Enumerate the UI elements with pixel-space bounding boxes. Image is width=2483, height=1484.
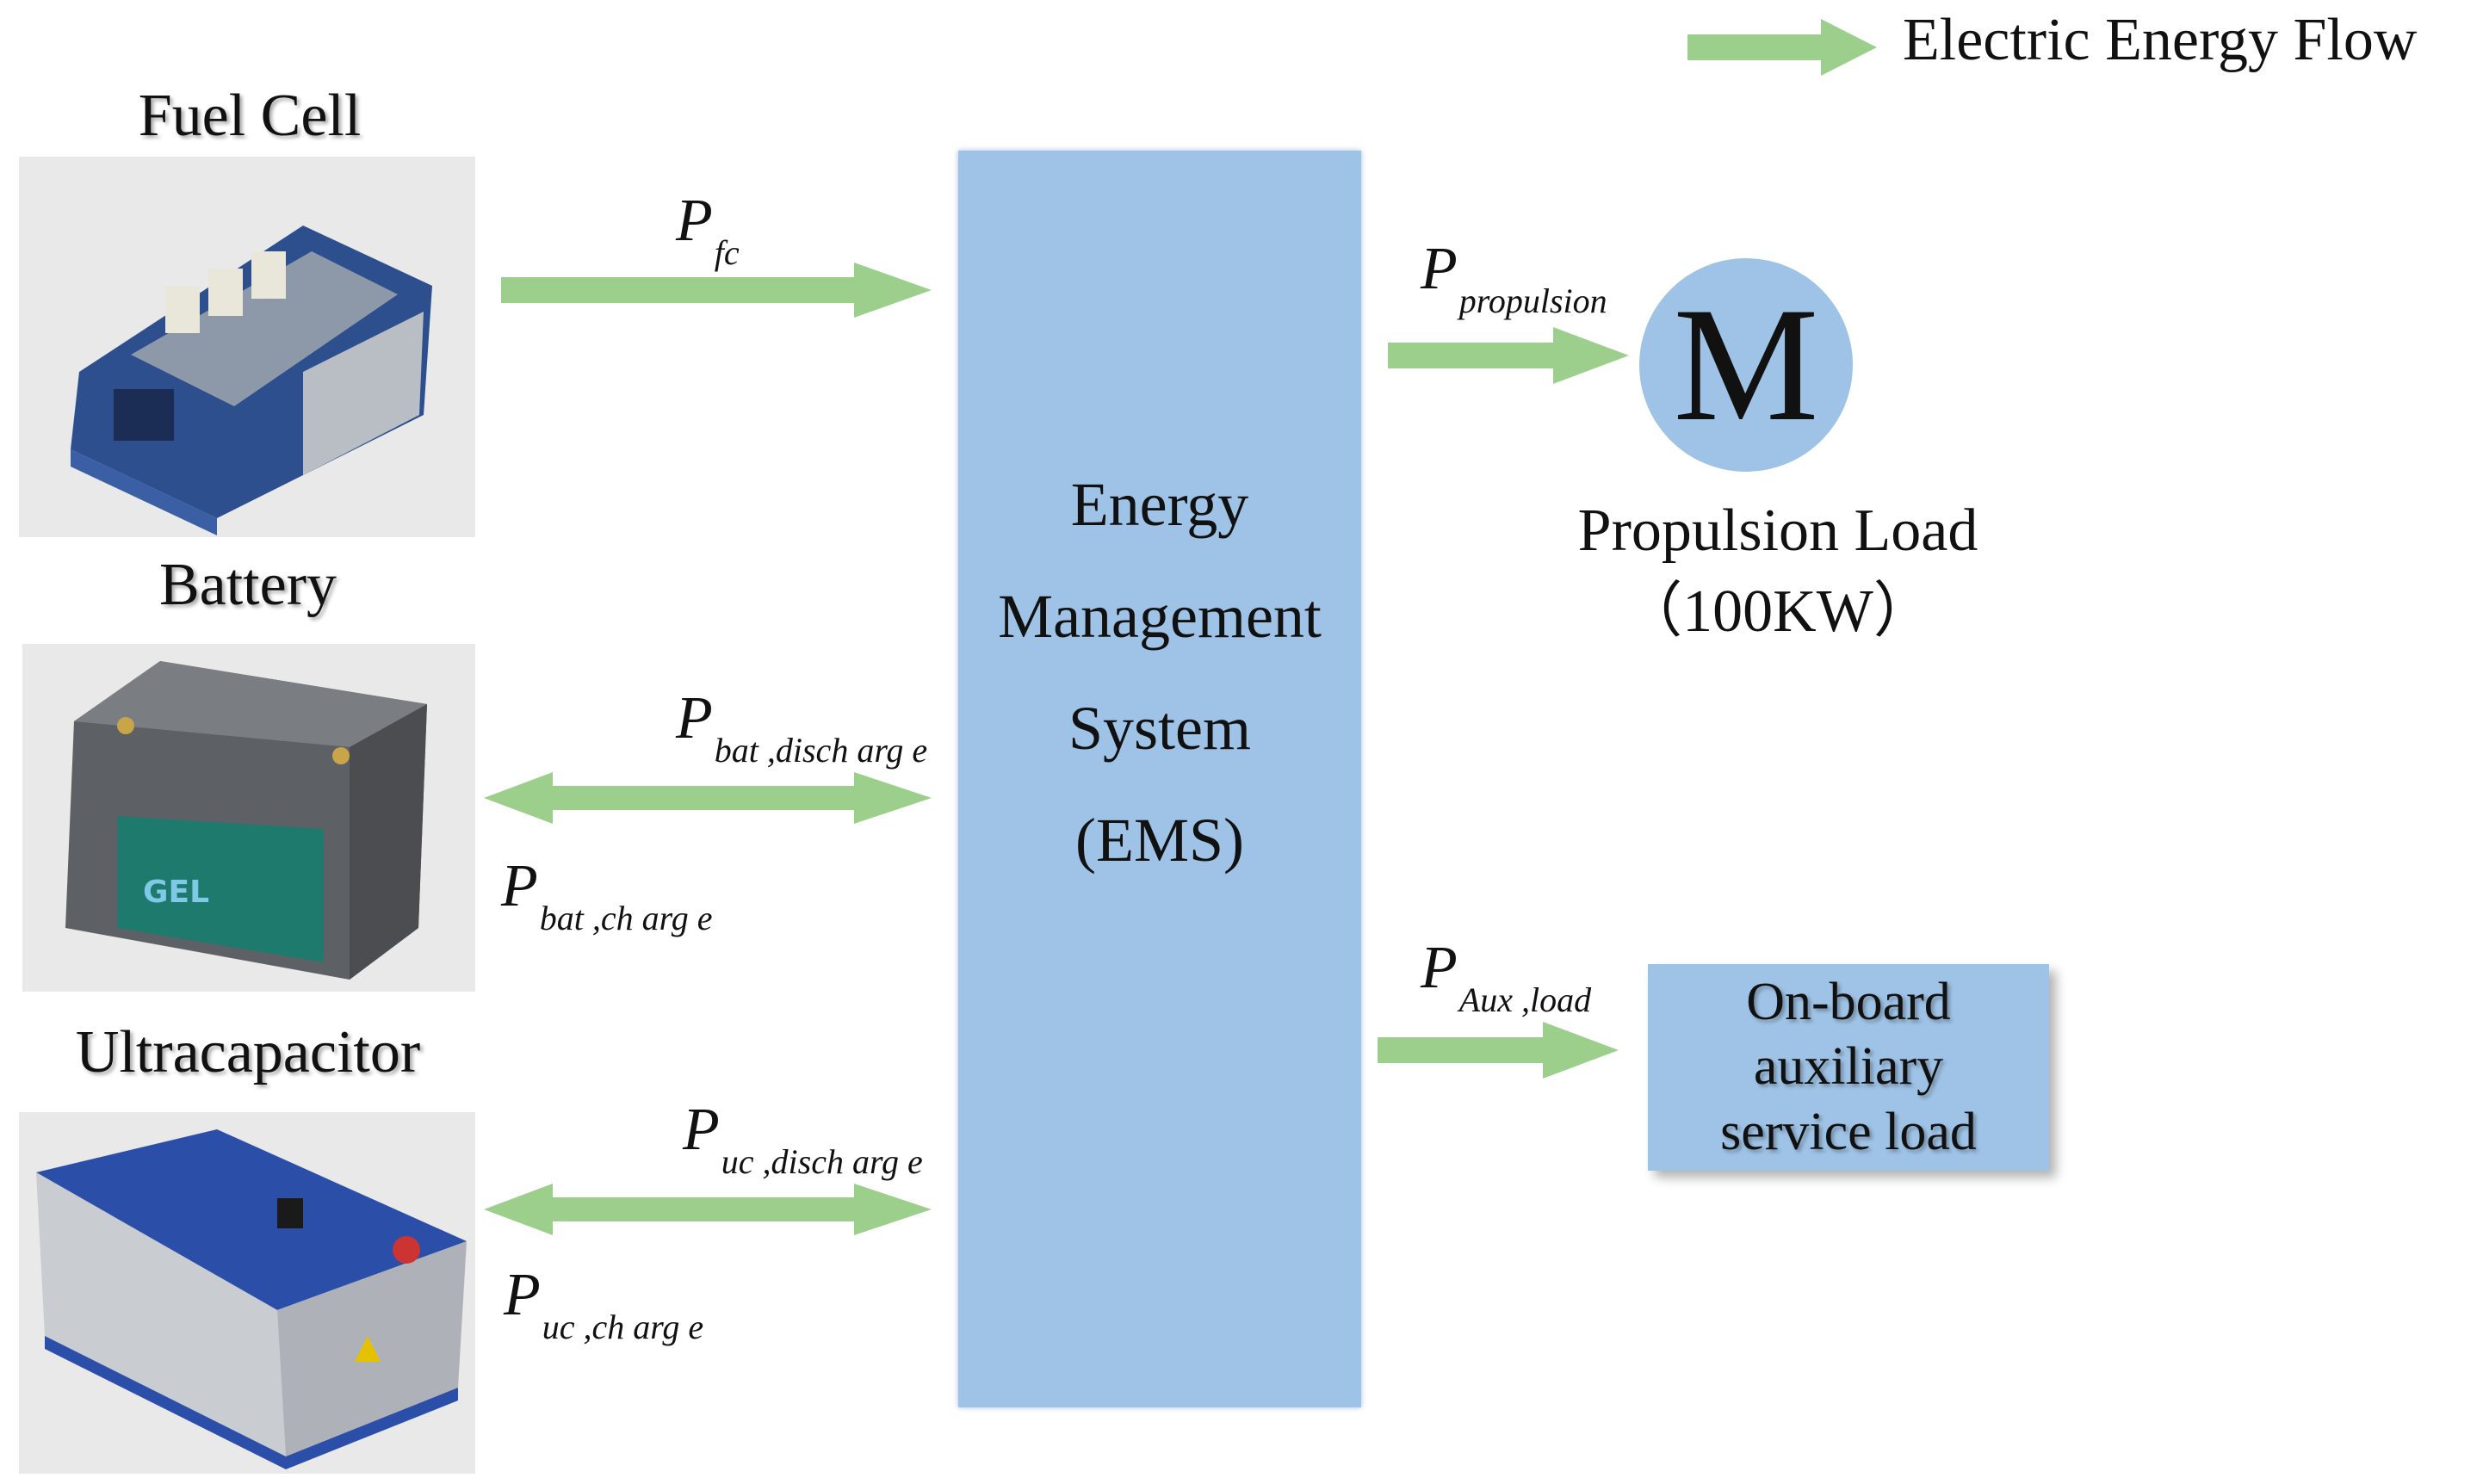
bat-flow-arrow [484, 772, 932, 824]
flow-label-uc-charge: Puc ,ch arg e [504, 1262, 704, 1346]
fuel-cell-title: Fuel Cell [138, 83, 362, 149]
battery-title: Battery [158, 552, 337, 618]
ems-label-line: System [1068, 694, 1252, 763]
propulsion-flow-arrow [1388, 327, 1629, 384]
flow-label-aux: PAux ,load [1421, 935, 1592, 1019]
fuel-cell-image [19, 157, 475, 537]
legend-label: Electric Energy Flow [1903, 7, 2418, 73]
flow-label-bat-discharge: Pbat ,disch arg e [676, 685, 928, 770]
propulsion-load-rating: （100KW） [1622, 578, 1934, 645]
aux-flow-arrow [1378, 1022, 1619, 1079]
flow-label-fc: Pfc [676, 188, 740, 272]
propulsion-load-label: Propulsion Load [1577, 498, 1978, 564]
uc-flow-arrow [484, 1184, 932, 1235]
aux-load-line: auxiliary [1753, 1037, 1944, 1097]
flow-label-uc-discharge: Puc ,disch arg e [683, 1097, 923, 1181]
battery-image: GEL [22, 644, 475, 992]
aux-load-box: On-board auxiliary service load [1648, 964, 2049, 1171]
ultracapacitor-image [19, 1112, 475, 1474]
fc-flow-arrow [501, 263, 932, 318]
aux-load-line: service load [1720, 1102, 1977, 1161]
svg-text:GEL: GEL [143, 875, 209, 910]
ems-label-line: Energy [1070, 470, 1249, 539]
flow-label-propulsion: Ppropulsion [1421, 236, 1607, 320]
motor-node: M [1639, 258, 1853, 472]
motor-symbol: M [1673, 275, 1819, 455]
ems-label-line: Management [998, 582, 1322, 651]
ems-label-line: (EMS) [1075, 806, 1244, 875]
aux-load-line: On-board [1746, 972, 1951, 1031]
legend-arrow-icon [1687, 19, 1877, 76]
ultracapacitor-title: Ultracapacitor [75, 1019, 421, 1085]
flow-label-bat-charge: Pbat ,ch arg e [501, 853, 713, 937]
ems-block: Energy Management System (EMS) [958, 151, 1361, 1407]
